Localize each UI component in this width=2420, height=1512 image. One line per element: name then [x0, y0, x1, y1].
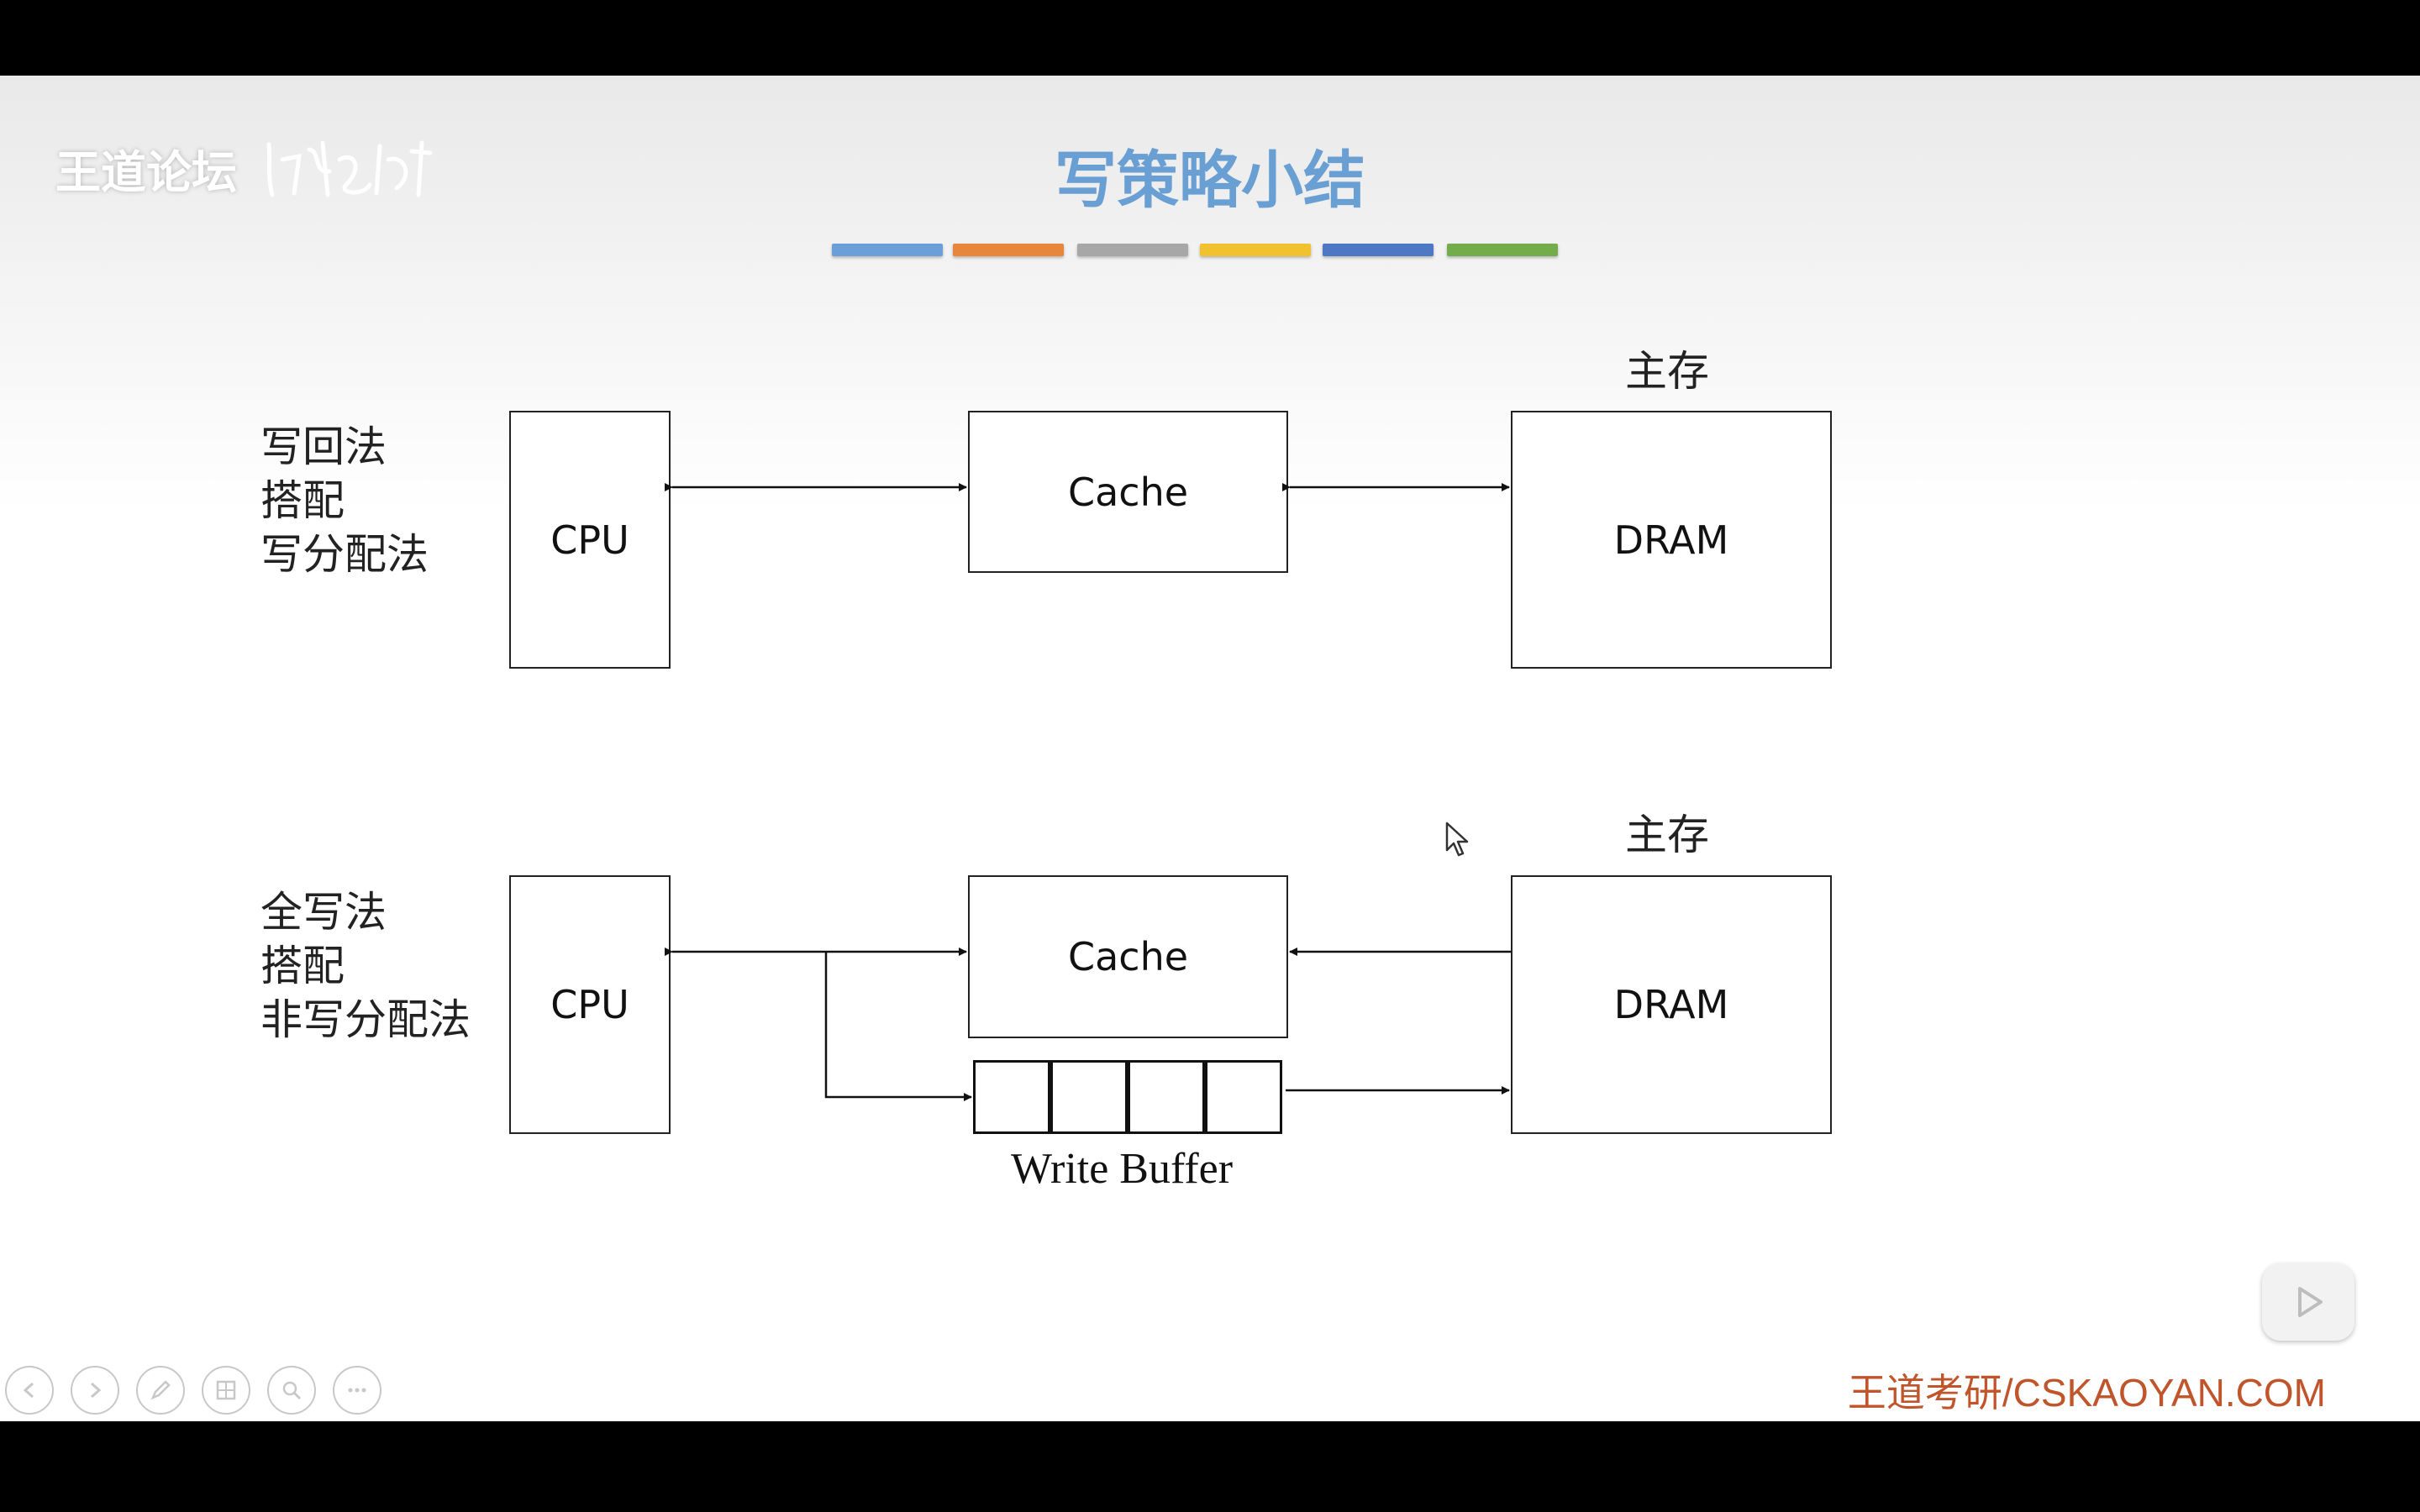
color-bar-1 [832, 244, 943, 256]
top-letterbox [0, 0, 2420, 76]
diagram2-label-line: 全写法 [260, 888, 387, 937]
prev-icon[interactable] [5, 1366, 54, 1415]
diagram1-memory-label: 主存 [1625, 347, 1709, 396]
watermark: 王道考研/CSKAOYAN.COM [1847, 1371, 2326, 1415]
diagram2-label-line: 搭配 [260, 942, 345, 990]
diagram2-cache-box: Cache [968, 875, 1288, 1038]
slideshow-toolbar [5, 1366, 381, 1415]
slide-title: 写策略小结 [1055, 144, 1365, 217]
diagram2-cache-text: Cache [1067, 934, 1189, 979]
diagram1-label-line: 写回法 [260, 423, 387, 471]
color-bar-6 [1447, 244, 1558, 256]
diagram2-cpu-box: CPU [509, 875, 671, 1134]
diagram2-cpu-text: CPU [550, 982, 629, 1027]
color-bar-2 [953, 244, 1064, 256]
write-buffer-cell [973, 1060, 1050, 1134]
logo-text: 王道论坛 [55, 145, 237, 199]
diagram1-dram-box: DRAM [1511, 411, 1832, 669]
more-icon[interactable] [333, 1366, 381, 1415]
play-button[interactable] [2262, 1263, 2354, 1341]
diagram1-label: 写回法 搭配 写分配法 [260, 420, 429, 581]
zoom-icon[interactable] [267, 1366, 316, 1415]
write-buffer-label: Write Buffer [1011, 1145, 1234, 1193]
color-bar-3 [1077, 244, 1188, 256]
diagram1-cache-box: Cache [968, 411, 1288, 573]
diagram1-label-line: 写分配法 [260, 530, 429, 579]
diagram2-dram-text: DRAM [1613, 982, 1729, 1027]
write-buffer-cell [1128, 1060, 1205, 1134]
play-icon [2298, 1287, 2323, 1317]
mouse-cursor-icon [1445, 822, 1469, 857]
diagram2-label: 全写法 搭配 非写分配法 [260, 885, 471, 1047]
bottom-letterbox [0, 1421, 2420, 1512]
diagram1-cache-text: Cache [1067, 469, 1189, 515]
arrow-cpu-writebuffer [824, 952, 972, 1101]
color-bar-4 [1200, 244, 1311, 256]
diagram1-cpu-text: CPU [550, 517, 629, 563]
write-buffer-cell [1050, 1060, 1128, 1134]
color-bar-5 [1323, 244, 1434, 256]
write-buffer-cell [1205, 1060, 1282, 1134]
diagram2-dram-box: DRAM [1511, 875, 1832, 1134]
diagram1-cpu-box: CPU [509, 411, 671, 669]
diagram2-label-line: 非写分配法 [260, 995, 471, 1044]
slides-icon[interactable] [202, 1366, 250, 1415]
slide [0, 76, 2420, 1421]
logo-signature-graphic [266, 140, 433, 197]
diagram2-memory-label: 主存 [1625, 811, 1709, 859]
pen-icon[interactable] [136, 1366, 185, 1415]
diagram1-label-line: 搭配 [260, 476, 345, 525]
forum-logo: 王道论坛 [55, 134, 439, 202]
diagram1-dram-text: DRAM [1613, 517, 1729, 563]
next-icon[interactable] [71, 1366, 119, 1415]
